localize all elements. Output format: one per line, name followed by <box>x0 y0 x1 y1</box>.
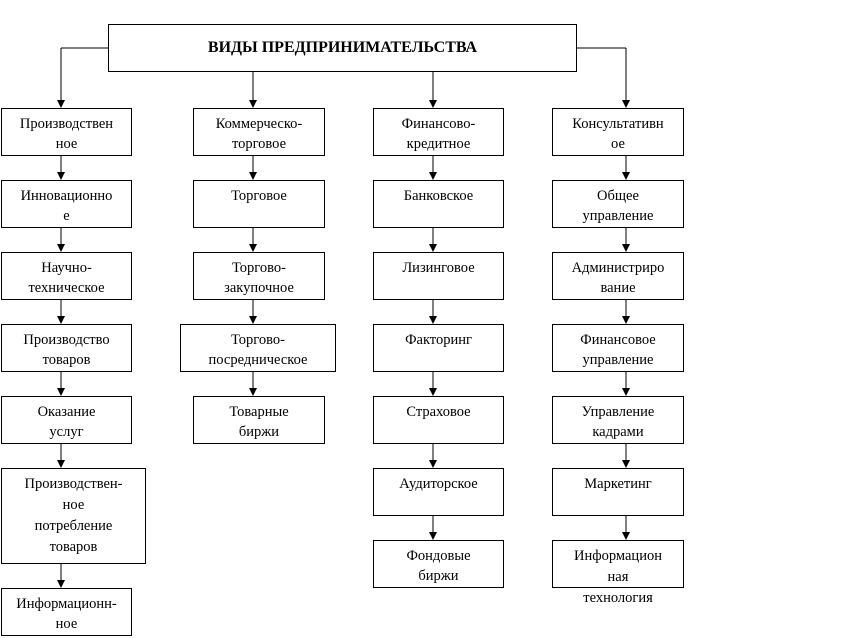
box-label-line: Финансовое <box>580 332 656 348</box>
subtype-box: Научно-техническое <box>1 252 132 300</box>
box-label-line: Управление <box>581 404 655 420</box>
box-label-line: Инновационно <box>20 188 113 204</box>
box-label-line: техническое <box>28 280 105 296</box>
box-label-line: Банковское <box>403 188 474 204</box>
subtype-box: Оказание услуг <box>1 396 132 444</box>
box-label-line: Коммерческо- <box>215 116 303 132</box>
box-label-line: Факторинг <box>405 332 472 348</box>
box-label-line: кадрами <box>592 424 644 440</box>
category-box-4: Консультативн ое <box>552 108 684 156</box>
box-label-line: Консультативн <box>572 116 664 132</box>
category-box-3: Финансово-кредитное <box>373 108 504 156</box>
subtype-box: Аудиторское <box>373 468 504 516</box>
subtype-box: Фондовые биржи <box>373 540 504 588</box>
box-label-line: Фондовые <box>406 548 471 564</box>
diagram-title: ВИДЫ ПРЕДПРИНИМАТЕЛЬСТВА <box>108 24 577 72</box>
box-label-line: Оказание <box>37 404 96 420</box>
subtype-box: Товарные биржи <box>193 396 325 444</box>
subtype-box: Общее управление <box>552 180 684 228</box>
subtype-box: Торговое <box>193 180 325 228</box>
box-label-line: ное <box>62 497 85 513</box>
box-label-line: Товарные <box>229 404 289 420</box>
subtype-box: Лизинговое <box>373 252 504 300</box>
box-label-line: Аудиторское <box>399 476 478 492</box>
box-label-line: торговое <box>231 136 287 152</box>
box-label-line: Администриро <box>571 260 665 276</box>
diagram-title-text: ВИДЫ ПРЕДПРИНИМАТЕЛЬСТВА <box>207 39 478 56</box>
box-label-line: ое <box>611 136 625 152</box>
subtype-box: Финансовое управление <box>552 324 684 372</box>
subtype-box: Информационн-ное <box>1 588 132 636</box>
box-label-line: Торговое <box>231 188 287 204</box>
box-label-line: Производствен <box>19 116 114 132</box>
box-label-line: биржи <box>238 424 280 440</box>
box-label-line: технология <box>583 590 653 606</box>
box-label-line: кредитное <box>406 136 471 152</box>
box-label-line: товаров <box>49 539 98 555</box>
subtype-box: Факторинг <box>373 324 504 372</box>
box-label-line: услуг <box>49 424 84 440</box>
subtype-box: Информацион ная технология <box>552 540 684 606</box>
box-label-line: Страховое <box>406 404 471 420</box>
subtype-box: Производство товаров <box>1 324 132 372</box>
subtype-box: Администриро вание <box>552 252 684 300</box>
subtype-box: Банковское <box>373 180 504 228</box>
subtype-box: Торгово-закупочное <box>193 252 325 300</box>
box-label-line: е <box>63 208 70 224</box>
box-label-line: Общее <box>597 188 639 204</box>
box-label-line: управление <box>582 208 654 224</box>
box-label-line: ное <box>55 136 78 152</box>
subtype-box: Производствен-ное потребление товаров <box>1 468 146 564</box>
subtype-box: Маркетинг <box>552 468 684 516</box>
box-label-line: Информационн- <box>16 596 117 612</box>
subtype-box: Торгово-посредническое <box>180 324 336 372</box>
box-label-line: ное <box>55 616 78 632</box>
subtype-box: Управление кадрами <box>552 396 684 444</box>
box-label-line: закупочное <box>224 280 294 296</box>
category-box-1: Производствен ное <box>1 108 132 156</box>
box-label-line: Информацион <box>574 548 662 564</box>
box-label-line: посредническое <box>208 352 308 368</box>
box-label-line: ная <box>607 569 629 585</box>
box-label-line: товаров <box>42 352 91 368</box>
box-label-line: Финансово- <box>401 116 476 132</box>
box-label-line: Торгово- <box>231 332 285 348</box>
box-label-line: биржи <box>418 568 459 584</box>
category-box-2: Коммерческо-торговое <box>193 108 325 156</box>
box-label-line: управление <box>582 352 654 368</box>
subtype-box: Страховое <box>373 396 504 444</box>
box-label-line: Научно- <box>41 260 92 276</box>
box-label-line: Торгово- <box>232 260 286 276</box>
box-label-line: Лизинговое <box>402 260 475 276</box>
box-label-line: потребление <box>34 518 113 534</box>
box-label-line: Маркетинг <box>584 476 652 492</box>
box-label-line: Производствен- <box>24 476 123 492</box>
subtype-box: Инновационно е <box>1 180 132 228</box>
box-label-line: вание <box>600 280 636 296</box>
box-label-line: Производство <box>23 332 110 348</box>
